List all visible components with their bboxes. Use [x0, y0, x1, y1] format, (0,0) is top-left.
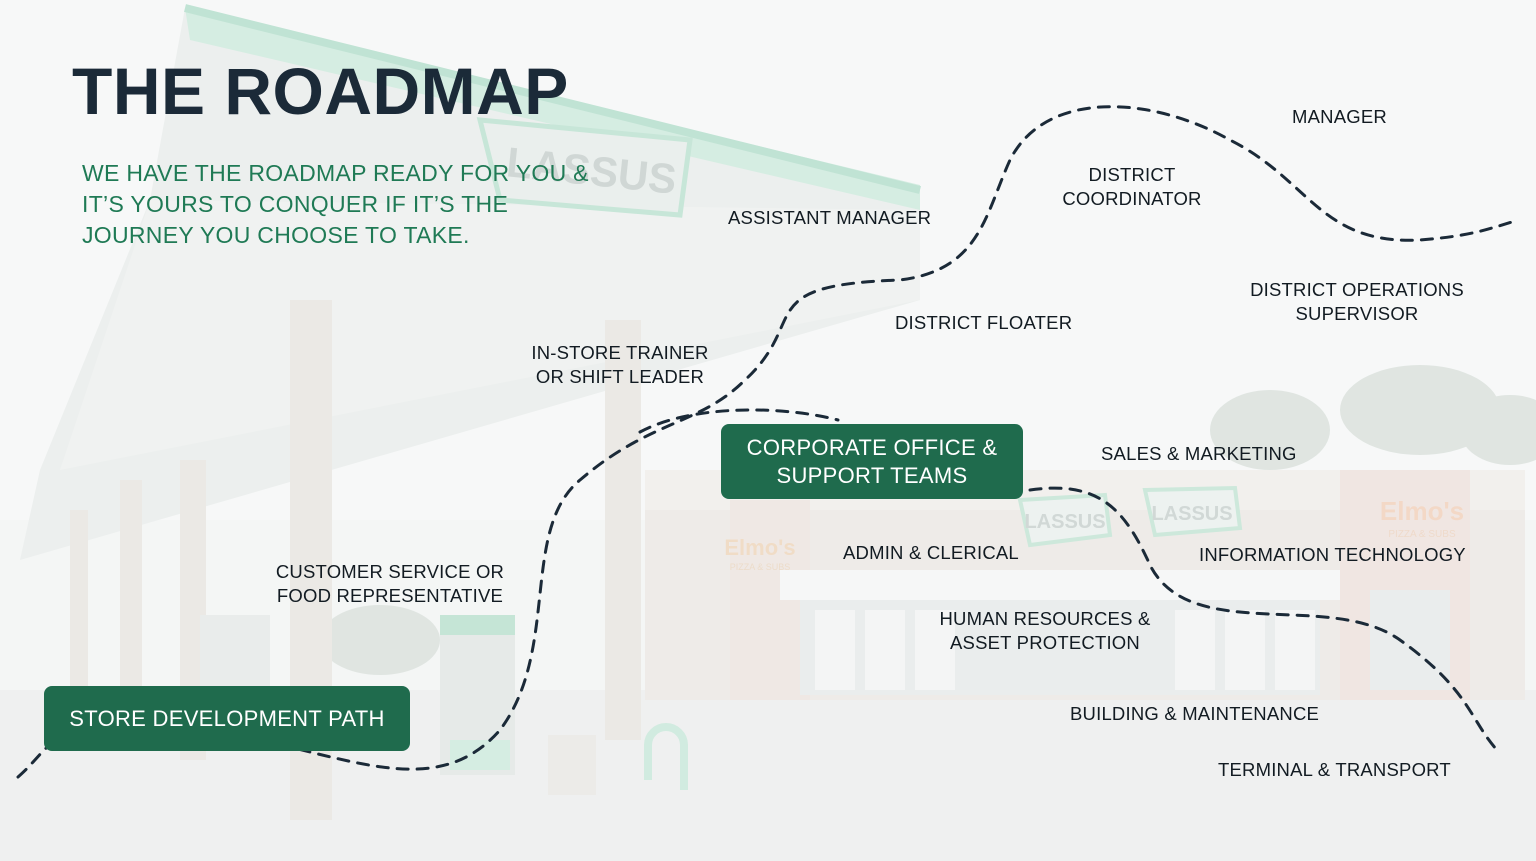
step-district-floater: DISTRICT FLOATER — [895, 312, 1073, 333]
trees-decor — [320, 365, 1536, 675]
step-customer-service-text: CUSTOMER SERVICE OR FOOD REPRESENTATIVE — [275, 561, 505, 606]
step-customer-service: CUSTOMER SERVICE OR FOOD REPRESENTATIVE — [268, 560, 512, 608]
tagline: WE HAVE THE ROADMAP READY FOR YOU & IT’S… — [82, 160, 589, 248]
store-sign-right: Elmo's — [1380, 496, 1464, 526]
step-district-coordinator-text: DISTRICT COORDINATOR — [1062, 164, 1202, 209]
store-development-path-label: STORE DEVELOPMENT PATH — [69, 705, 385, 731]
store-building-decor — [645, 470, 1525, 700]
step-district-operations-supervisor-text: DISTRICT OPERATIONS SUPERVISOR — [1250, 279, 1464, 324]
step-district-operations-supervisor: DISTRICT OPERATIONS SUPERVISOR — [1238, 278, 1476, 326]
storefront-brand-text-1: LASSUS — [1024, 511, 1105, 533]
canopy-decor — [20, 4, 921, 560]
team-information-technology: INFORMATION TECHNOLOGY — [1199, 544, 1466, 565]
team-building-maintenance: BUILDING & MAINTENANCE — [1070, 703, 1320, 724]
storefront-brand-signs: LASSUS LASSUS Elmo's PIZZA & SUBS Elmo's… — [724, 485, 1464, 572]
step-in-store-trainer-text: IN-STORE TRAINER OR SHIFT LEADER — [531, 342, 709, 387]
corporate-office-label: CORPORATE OFFICE & SUPPORT TEAMS — [746, 434, 998, 488]
step-in-store-trainer: IN-STORE TRAINER OR SHIFT LEADER — [520, 341, 720, 389]
team-terminal-transport: TERMINAL & TRANSPORT — [1218, 759, 1451, 780]
store-sign-right-sub: PIZZA & SUBS — [1388, 529, 1456, 540]
corporate-path-line — [638, 408, 1499, 752]
store-sign-left: Elmo's — [724, 535, 795, 560]
step-manager: MANAGER — [1292, 106, 1387, 127]
store-development-path-badge: STORE DEVELOPMENT PATH — [44, 686, 410, 751]
team-sales-marketing: SALES & MARKETING — [1101, 443, 1297, 464]
team-human-resources-text: HUMAN RESOURCES & ASSET PROTECTION — [939, 608, 1151, 653]
store-sign-left-sub: PIZZA & SUBS — [730, 562, 791, 572]
storefront-brand-text-2: LASSUS — [1151, 503, 1232, 525]
corporate-office-badge: CORPORATE OFFICE & SUPPORT TEAMS — [721, 424, 1023, 499]
bollard-decor — [644, 723, 688, 790]
team-human-resources: HUMAN RESOURCES & ASSET PROTECTION — [920, 607, 1170, 655]
page-title: THE ROADMAP — [72, 54, 569, 128]
store-path-line — [16, 105, 1514, 779]
step-assistant-manager: ASSISTANT MANAGER — [728, 207, 932, 228]
canopy-brand-sign: LASSUS — [476, 117, 693, 218]
step-district-coordinator: DISTRICT COORDINATOR — [1050, 163, 1214, 211]
team-admin-clerical: ADMIN & CLERICAL — [843, 542, 1019, 563]
